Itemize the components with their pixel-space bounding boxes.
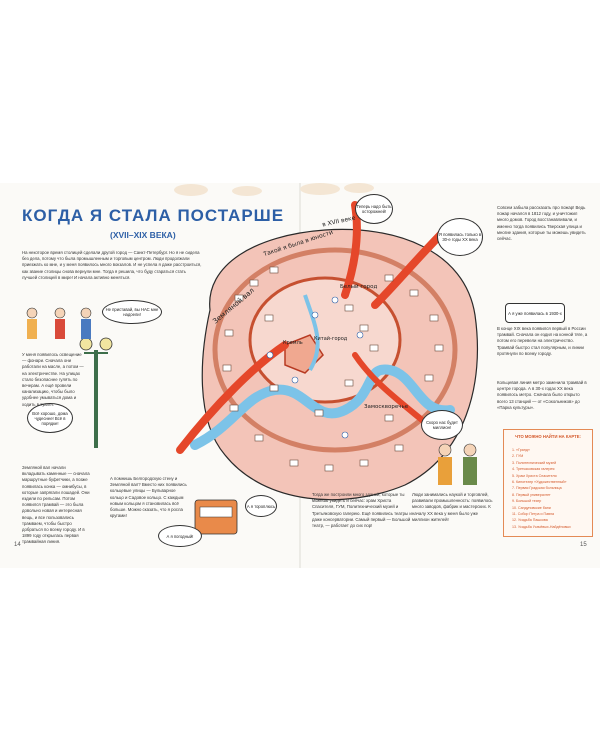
bubble-appeared-30: Я появилась только в 30-е годы XX века <box>437 218 483 256</box>
legend-item: 4. Третьяковская галерея <box>512 467 555 472</box>
legend-item: 11. Собор Петра и Павла <box>512 512 554 517</box>
paragraph-lighting: У меня появилось освещение — фонари. Сна… <box>22 352 84 407</box>
cloud-decoration <box>174 184 208 196</box>
bubble-dont-cross: Не приставай, вы НАС мне надоели! <box>102 300 162 324</box>
map-label-kreml: Кремль <box>283 340 303 346</box>
bubble-good-evening: Всё хорошо, дома чудеснее! Всё в порядке… <box>27 403 73 433</box>
legend-list: 1. «Гранд» 2. ГУМ 3. Политехнический муз… <box>512 447 571 530</box>
paragraph-transport: Земляной вал начали вкладывать каменные … <box>22 465 90 545</box>
zemlyanoy-val-ring <box>212 247 458 453</box>
legend-item: 13. Усадьба Усачёвых-Найдёновых <box>512 524 571 529</box>
page-number-right: 15 <box>580 542 587 548</box>
legend-item: 12. Усадьба Пашкова <box>512 518 548 523</box>
paragraph-kremlin: Тогда же построили много зданий, которые… <box>312 492 412 529</box>
page-number-left: 14 <box>14 542 21 548</box>
paragraph-walls: А помнишь Белгородскую стену и Земляной … <box>110 476 187 519</box>
legend-item: 5. Храм Христа Спасителя <box>512 473 557 478</box>
bubble-grow-taller: Теперь надо быть осторожней! <box>355 194 393 224</box>
people-figures <box>26 307 92 339</box>
map-legend: ЧТО МОЖНО НАЙТИ НА КАРТЕ: 1. «Гранд» 2. … <box>503 429 593 537</box>
map-label-zamoskvorechye: Замоскворечье <box>364 404 409 410</box>
paragraph-tram-story: В конце XIX века появился первый в Росси… <box>497 326 588 356</box>
legend-item: 2. ГУМ <box>512 454 524 459</box>
road-west <box>176 341 289 454</box>
legend-item: 3. Политехнический музей <box>512 460 557 465</box>
legend-item: 8. Первый университет <box>512 492 551 497</box>
bely-gorod-ring <box>248 276 402 404</box>
family-figures <box>438 443 477 485</box>
bubble-i-am-hurrying: А я тороплюсь <box>245 495 277 517</box>
bubble-i-came-1930: А я уже появилась в 1930-х <box>505 303 565 323</box>
cloud-decoration <box>344 183 374 193</box>
bubble-i-am-older: А я погодный! <box>158 525 202 547</box>
bubble-to-museum: Скоро нас будет миллион! <box>421 410 463 440</box>
legend-item: 10. Сандуновские бани <box>512 505 551 510</box>
moscow-river <box>190 364 455 450</box>
page-subtitle: (XVII–XIX ВЕКА) <box>110 230 176 240</box>
legend-item: 7. Первая Градская больница <box>512 486 562 491</box>
paragraph-metro: Кольцевая линия метро заменила трамвай в… <box>497 380 587 410</box>
map-label-kitay-gorod: Китай-город <box>314 336 348 342</box>
paragraph-intro: На некоторое время столицей сделали друг… <box>22 250 202 280</box>
paragraph-railway: Люди занимались наукой и торговлей, разв… <box>412 492 493 522</box>
map-label-bely-gorod: Белый город <box>340 284 378 290</box>
page-title: КОГДА Я СТАЛА ПОСТАРШЕ <box>22 206 285 225</box>
cloud-decoration <box>232 186 262 196</box>
legend-item: 1. «Гранд» <box>512 448 530 452</box>
moscow-map <box>176 201 478 535</box>
legend-item: 9. Большой театр <box>512 499 542 504</box>
legend-item: 6. Кинотеатр «Художественный» <box>512 480 567 485</box>
paragraph-story: Совсем забыла рассказать про пожар! Ведь… <box>497 205 586 242</box>
cloud-decoration <box>300 183 340 195</box>
legend-title: ЧТО МОЖНО НАЙТИ НА КАРТЕ: <box>515 434 581 439</box>
